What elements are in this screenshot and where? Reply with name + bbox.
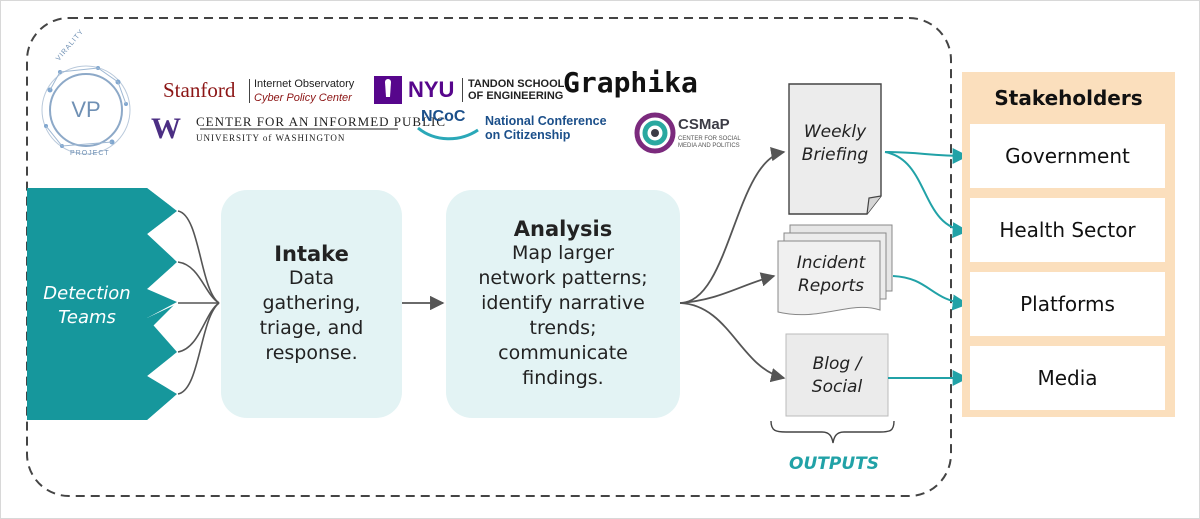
ncoc-full-name: National Conference on Citizenship	[485, 114, 607, 142]
analysis-title: Analysis	[513, 217, 613, 241]
vp-initials: VP	[71, 97, 101, 122]
detection-converge-lines	[177, 210, 220, 395]
csmap-logo-mark	[634, 112, 676, 154]
csmap-subtitle: CENTER FOR SOCIAL MEDIA AND POLITICS	[678, 136, 741, 150]
analysis-line: communicate	[498, 342, 628, 364]
incident-reports-stack	[777, 224, 893, 316]
analysis-line: network patterns;	[478, 267, 648, 289]
stakeholder-platforms: Platforms	[970, 272, 1165, 336]
incident-reports-label: Incident Reports	[778, 250, 884, 300]
nyu-tandon-line1: TANDON SCHOOL	[468, 78, 565, 90]
detection-teams-label: Detection Teams	[27, 280, 147, 332]
analysis-box: Analysis Map larger network patterns; id…	[446, 190, 680, 418]
blog-line2: Social	[811, 377, 863, 397]
stanford-separator	[249, 79, 250, 103]
stanford-logo: Stanford	[163, 78, 236, 102]
nyu-logo-text: NYU	[408, 77, 455, 102]
analysis-line: Map larger	[511, 242, 615, 264]
uw-w-logo: W	[151, 112, 181, 145]
stanford-io-label: Internet Observatory Cyber Policy Center	[254, 77, 354, 105]
virality-project-logo	[41, 65, 131, 155]
outputs-brace	[770, 420, 895, 444]
stakeholder-health-sector: Health Sector	[970, 198, 1165, 262]
analysis-to-outputs-arrows	[679, 147, 786, 383]
detection-line1: Detection	[43, 283, 131, 304]
ncoc-swoosh	[417, 126, 479, 141]
csmap-sub-line1: CENTER FOR SOCIAL	[678, 136, 741, 142]
graphika-logo: Graphika	[563, 66, 698, 99]
ncoc-logo: NCoC	[421, 108, 466, 125]
stakeholder-government: Government	[970, 124, 1165, 188]
nyu-separator	[462, 78, 463, 102]
outputs-to-stakeholders-arrows	[884, 147, 969, 386]
nyu-tandon-line2: OF ENGINEERING	[468, 90, 564, 102]
incident-line2: Reports	[798, 276, 864, 296]
analysis-line: identify narrative	[481, 292, 645, 314]
uw-cip-text: CENTER FOR AN INFORMED PUBLIC	[196, 114, 447, 129]
stanford-cpc-text: Cyber Policy Center	[254, 92, 352, 104]
analysis-line: trends;	[529, 317, 597, 339]
csmap-logo-text: CSMaP	[678, 116, 730, 133]
outputs-label: OUTPUTS	[789, 454, 879, 474]
intake-line: Data	[288, 267, 335, 289]
blog-line1: Blog /	[812, 354, 862, 374]
intake-title: Intake	[274, 242, 349, 266]
intake-box: Intake Data gathering, triage, and respo…	[221, 190, 402, 418]
blog-social-label: Blog / Social	[786, 350, 888, 402]
intake-line: gathering,	[262, 292, 361, 314]
stakeholders-title: Stakeholders	[994, 86, 1143, 110]
detection-teams-band	[27, 188, 177, 420]
weekly-line1: Weekly	[803, 122, 867, 142]
intake-line: response.	[265, 342, 358, 364]
ncoc-line2: on Citizenship	[485, 128, 571, 142]
vp-ring-bottom-text: PROJECT	[70, 150, 110, 157]
csmap-sub-line2: MEDIA AND POLITICS	[678, 143, 740, 149]
uw-university-text: UNIVERSITY of WASHINGTON	[196, 133, 346, 143]
weekly-briefing-label: Weekly Briefing	[789, 118, 881, 170]
intake-line: triage, and	[259, 317, 364, 339]
weekly-line2: Briefing	[801, 145, 869, 165]
detection-line2: Teams	[58, 307, 116, 328]
stakeholder-media: Media	[970, 346, 1165, 410]
ncoc-line1: National Conference	[485, 114, 607, 128]
incident-line1: Incident	[796, 253, 866, 273]
stanford-io-text: Internet Observatory	[254, 78, 355, 90]
analysis-line: findings.	[522, 367, 604, 389]
nyu-tandon: TANDON SCHOOL OF ENGINEERING	[468, 78, 564, 102]
blog-social-box	[785, 333, 889, 417]
